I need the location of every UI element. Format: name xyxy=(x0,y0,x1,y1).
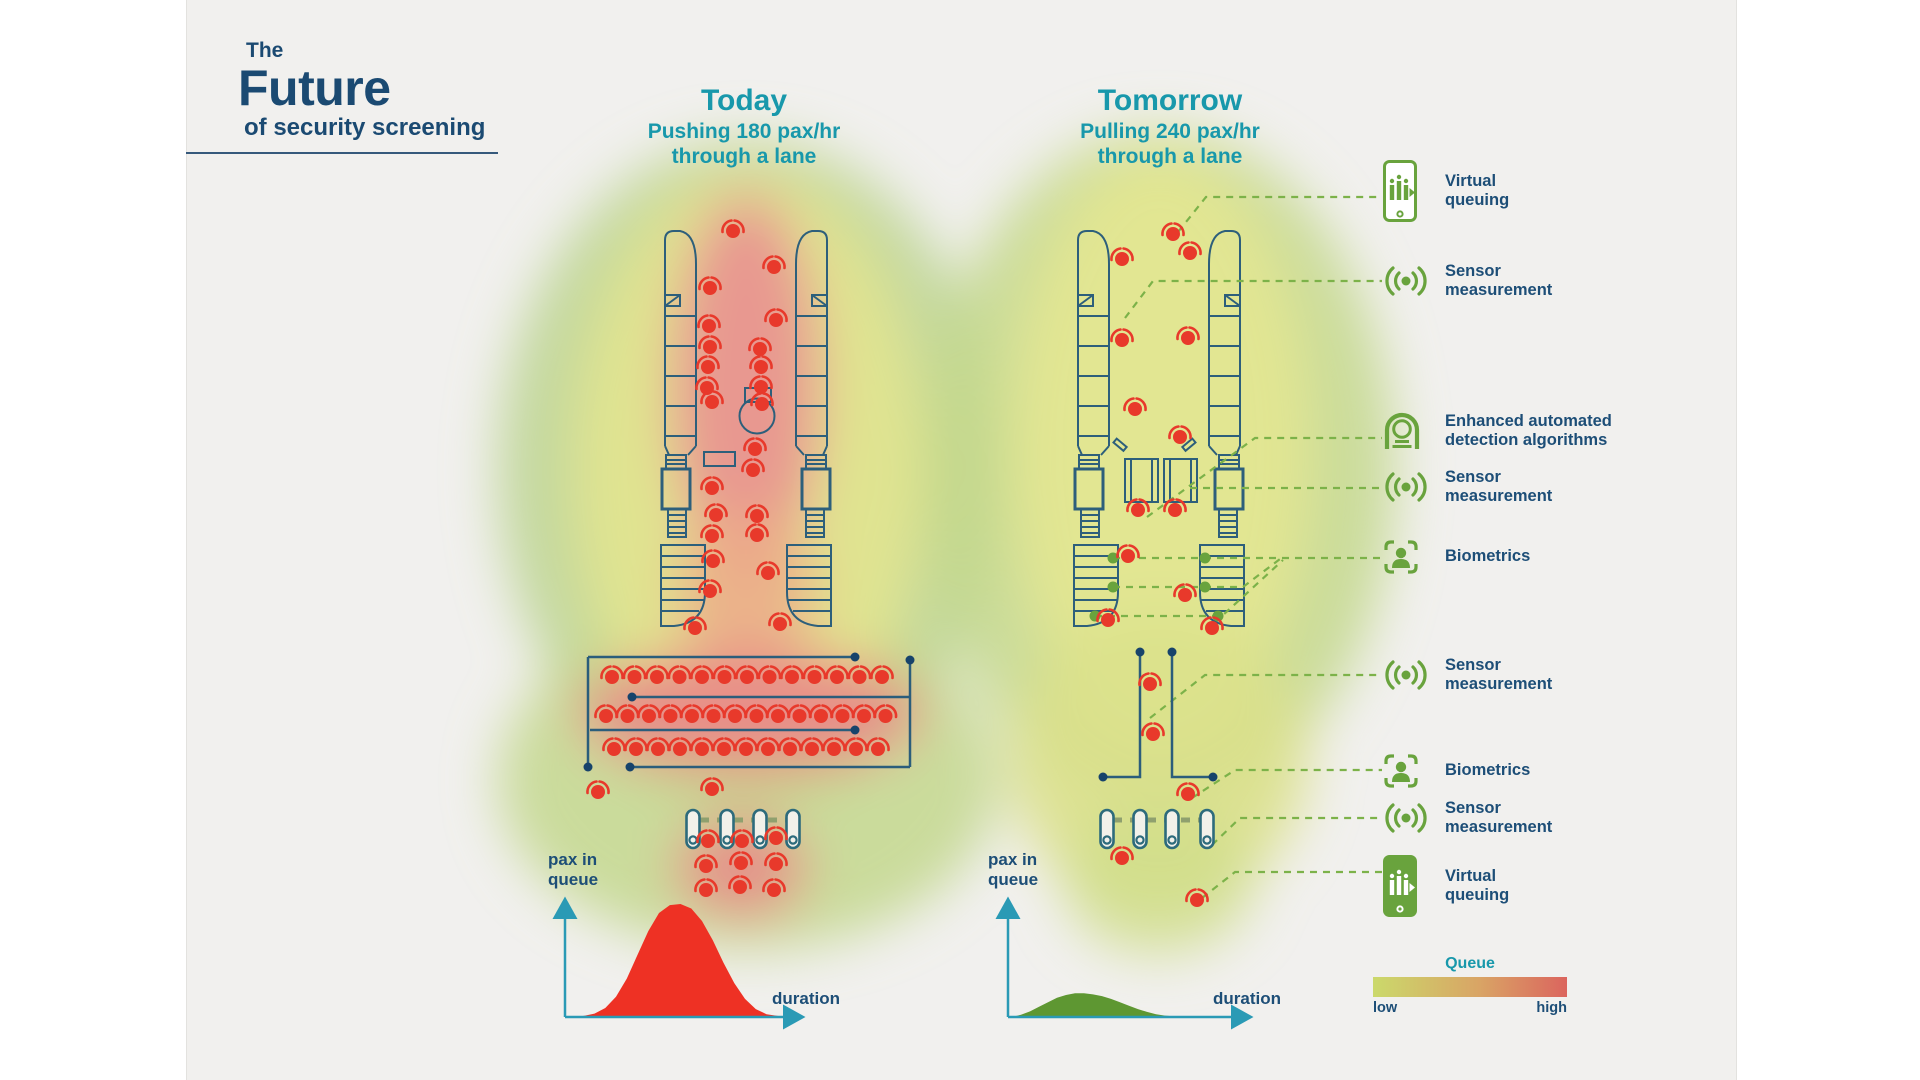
tomorrow-queue-curve xyxy=(1012,993,1192,1017)
tomorrow-queue-barrier xyxy=(1098,647,1218,782)
tomorrow-entry-stanchions xyxy=(1099,808,1215,850)
sensor-measurement-icon xyxy=(1383,264,1429,298)
annotation-label: Sensor measurement xyxy=(1445,799,1553,837)
annotation-label: Sensor measurement xyxy=(1445,262,1553,300)
page-title: Future xyxy=(238,60,391,117)
annotation-sensor-1: Sensor measurement xyxy=(1383,262,1675,301)
heatmap-glows xyxy=(498,130,1395,955)
biometric-point-dots xyxy=(1089,552,1224,622)
title-block: The Future of security screening xyxy=(238,39,486,141)
annotation-sensor-4: Sensor measurement xyxy=(1383,799,1675,838)
annotation-detection-algorithms: Enhanced automated detection algorithms xyxy=(1383,411,1675,451)
annotation-label: Sensor measurement xyxy=(1445,656,1553,694)
biometrics-icon xyxy=(1383,753,1429,789)
sensor-measurement-icon xyxy=(1383,801,1429,835)
tray-slot xyxy=(703,451,736,467)
annotation-virtual-queuing-1: Virtual queuing xyxy=(1383,160,1675,222)
legend-high-label: high xyxy=(1536,1000,1567,1016)
sensor-measurement-icon xyxy=(1383,470,1429,504)
today-title: Today xyxy=(700,84,788,117)
detection-scanner-icon xyxy=(1383,411,1429,451)
annotation-virtual-queuing-2: Virtual queuing xyxy=(1383,855,1675,917)
today-queue-curve xyxy=(573,904,788,1017)
legend-gradient-bar xyxy=(1373,977,1567,997)
annotation-label: Virtual queuing xyxy=(1445,171,1510,209)
today-queue-barrier xyxy=(583,652,915,772)
biometric-dot xyxy=(1107,581,1119,593)
annotation-sensor-3: Sensor measurement xyxy=(1383,656,1675,695)
today-heading: Today Pushing 180 pax/hr through a lane xyxy=(594,84,894,169)
sensor-measurement-icon xyxy=(1383,658,1429,692)
tomorrow-xlabel: duration xyxy=(1213,989,1281,1008)
biometrics-icon xyxy=(1383,539,1429,575)
title-sub: of security screening xyxy=(244,113,486,141)
biometric-dot xyxy=(1199,581,1211,593)
annotation-label: Biometrics xyxy=(1445,547,1531,566)
tomorrow-queue-chart xyxy=(995,896,1254,1030)
annotation-biometrics-2: Biometrics xyxy=(1383,753,1675,789)
legend-title: Queue xyxy=(1445,955,1495,972)
title-pre: The xyxy=(246,39,284,62)
annotation-label: Enhanced automated detection algorithms xyxy=(1445,411,1612,449)
annotation-connector-lines xyxy=(1095,195,1382,899)
virtual-queuing-icon xyxy=(1383,855,1429,917)
tomorrow-heading: Tomorrow Pulling 240 pax/hr through a la… xyxy=(1020,84,1320,169)
tomorrow-title: Tomorrow xyxy=(1097,84,1243,117)
virtual-queuing-icon xyxy=(1383,160,1429,222)
today-xlabel: duration xyxy=(772,989,840,1008)
biometric-dot xyxy=(1199,552,1211,564)
today-queue-chart xyxy=(552,896,806,1030)
legend-low-label: low xyxy=(1373,1000,1398,1016)
queue-legend: Queue low high xyxy=(1373,955,1567,1016)
body-scanner-icon xyxy=(738,397,776,435)
today-ylabel: pax in queue xyxy=(548,850,599,889)
today-subtitle-1: Pushing 180 pax/hr xyxy=(647,119,841,143)
today-entry-stanchions xyxy=(685,808,801,850)
annotation-label: Virtual queuing xyxy=(1445,866,1510,904)
annotation-biometrics-1: Biometrics xyxy=(1383,539,1675,575)
biometric-dot xyxy=(1107,552,1119,564)
annotation-label: Sensor measurement xyxy=(1445,468,1553,506)
tomorrow-ylabel: pax in queue xyxy=(988,850,1039,889)
annotation-sensor-2: Sensor measurement xyxy=(1383,468,1675,507)
title-rule xyxy=(186,152,498,154)
annotation-label: Biometrics xyxy=(1445,761,1531,780)
tomorrow-subtitle-1: Pulling 240 pax/hr xyxy=(1080,119,1260,143)
today-subtitle-2: through a lane xyxy=(671,144,817,168)
tomorrow-subtitle-2: through a lane xyxy=(1097,144,1243,168)
